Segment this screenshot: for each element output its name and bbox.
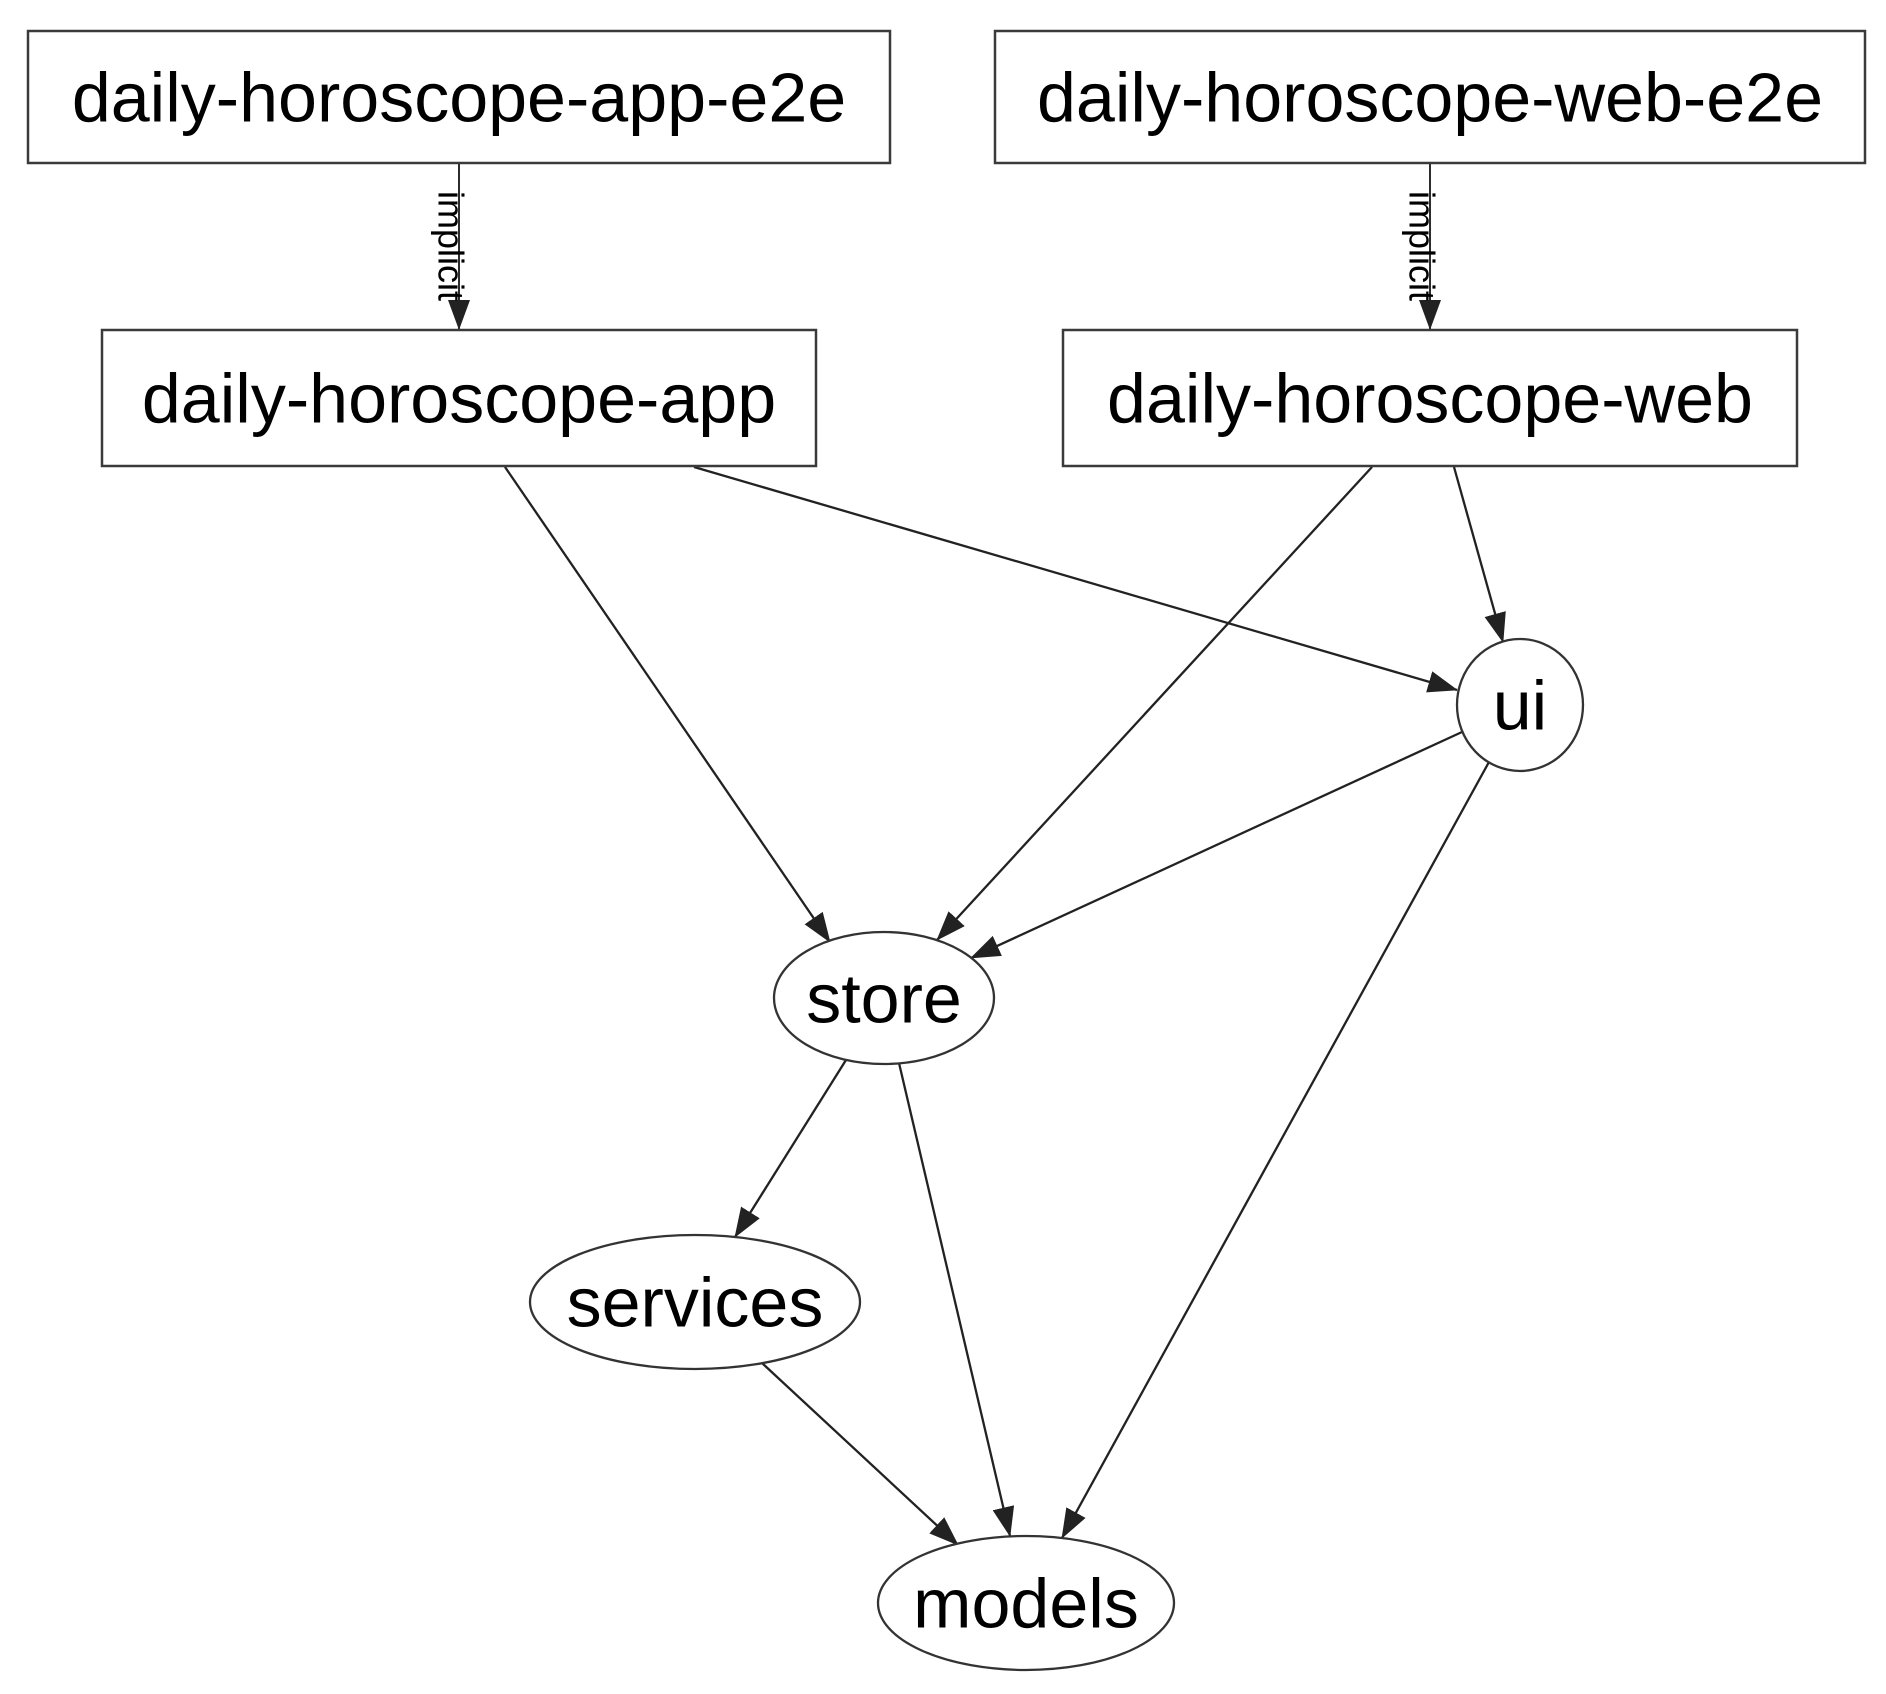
node-box-daily-horoscope-web	[1061, 328, 1799, 468]
node-box-daily-horoscope-app	[100, 328, 818, 468]
node-daily-horoscope-web: daily-horoscope-web	[1061, 328, 1799, 468]
node-label-daily-horoscope-web-e2e: daily-horoscope-web-e2e	[1037, 59, 1823, 137]
edge-daily-horoscope-web-e2e-to-daily-horoscope-web: implicit	[1401, 164, 1442, 330]
node-label-daily-horoscope-app: daily-horoscope-app	[142, 360, 776, 438]
node-ellipse-models	[876, 1534, 1176, 1672]
node-label-store: store	[806, 960, 962, 1038]
node-models: models	[876, 1534, 1176, 1672]
node-daily-horoscope-app-e2e: daily-horoscope-app-e2e	[26, 29, 892, 165]
edges: implicit implicit	[430, 164, 1506, 1546]
node-label-ui: ui	[1493, 667, 1547, 745]
node-ellipse-store	[772, 930, 996, 1066]
node-ellipse-ui	[1455, 637, 1585, 773]
node-label-models: models	[913, 1565, 1139, 1643]
node-daily-horoscope-app: daily-horoscope-app	[100, 328, 818, 468]
edge-line-web-store	[936, 466, 1373, 941]
edge-line-services-models	[761, 1362, 959, 1546]
edge-line-ui-store	[970, 730, 1463, 960]
nodes: daily-horoscope-app-e2e daily-horoscope-…	[26, 29, 1867, 1672]
edge-line-web-ui	[1452, 466, 1506, 643]
edge-daily-horoscope-app-e2e-to-daily-horoscope-app: implicit	[430, 164, 471, 330]
node-box-daily-horoscope-web-e2e	[993, 29, 1867, 165]
edge-label-implicit-web: implicit	[1401, 191, 1442, 301]
edge-line-store-services	[734, 1059, 847, 1238]
edge-line-store-models	[897, 1062, 1015, 1537]
node-label-daily-horoscope-web: daily-horoscope-web	[1107, 360, 1753, 438]
node-label-daily-horoscope-app-e2e: daily-horoscope-app-e2e	[72, 59, 846, 137]
node-ui: ui	[1455, 637, 1585, 773]
node-daily-horoscope-web-e2e: daily-horoscope-web-e2e	[993, 29, 1867, 165]
node-ellipse-services	[528, 1233, 862, 1371]
edge-line-app-store	[504, 466, 831, 943]
node-label-services: services	[567, 1264, 824, 1342]
edge-line-app-ui	[693, 465, 1458, 693]
node-box-daily-horoscope-app-e2e	[26, 29, 892, 165]
edge-line-ui-models	[1060, 761, 1491, 1539]
node-store: store	[772, 930, 996, 1066]
edge-label-implicit-app: implicit	[430, 191, 471, 301]
node-services: services	[528, 1233, 862, 1371]
